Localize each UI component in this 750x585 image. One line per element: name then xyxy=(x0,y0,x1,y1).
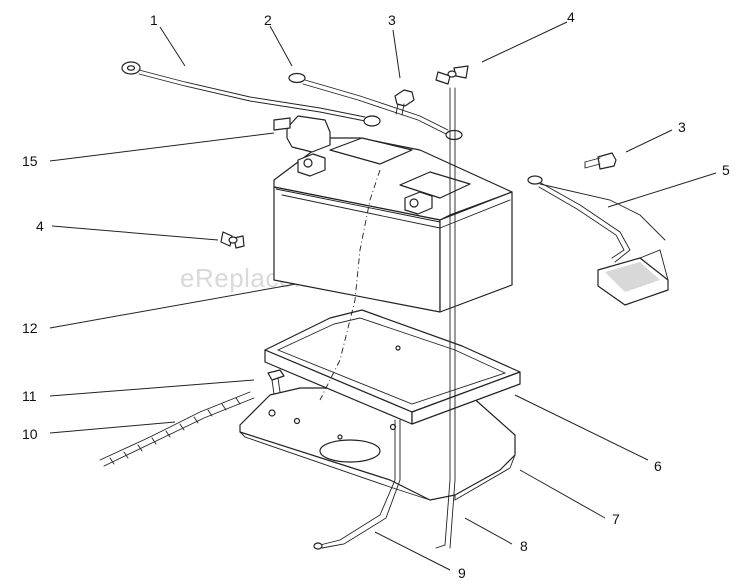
callout-1: 1 xyxy=(150,12,158,28)
battery-bolt-right xyxy=(584,152,617,170)
battery-cable-positive xyxy=(121,61,381,127)
leader-lines xyxy=(49,21,717,571)
callout-9: 9 xyxy=(458,565,466,581)
harness-cable xyxy=(527,175,669,306)
battery-rod xyxy=(435,87,456,549)
callout-4-lower: 4 xyxy=(36,218,44,234)
battery-bolt-upper xyxy=(394,89,415,116)
callout-2: 2 xyxy=(264,12,272,28)
callout-labels: 1 2 3 4 3 5 15 4 12 11 10 6 7 8 9 xyxy=(22,9,730,581)
callout-3-right: 3 xyxy=(678,119,686,135)
battery xyxy=(273,137,513,313)
callout-12: 12 xyxy=(22,320,38,336)
wing-nut-upper xyxy=(435,65,469,85)
spiral-wrap xyxy=(99,391,255,467)
tray-screw xyxy=(267,369,285,395)
wing-nut-lower xyxy=(220,231,245,249)
callout-8: 8 xyxy=(520,538,528,554)
callout-11: 11 xyxy=(22,388,37,404)
terminal-cover-boot xyxy=(273,115,331,153)
battery-base-plate xyxy=(239,387,516,501)
callout-10: 10 xyxy=(22,426,38,442)
callout-3-upper: 3 xyxy=(388,12,396,28)
callout-15: 15 xyxy=(22,153,38,169)
callout-5: 5 xyxy=(722,162,730,178)
callout-7: 7 xyxy=(612,511,620,527)
callout-6: 6 xyxy=(654,458,662,474)
cable-down xyxy=(313,169,401,550)
callout-4-upper: 4 xyxy=(567,9,575,25)
